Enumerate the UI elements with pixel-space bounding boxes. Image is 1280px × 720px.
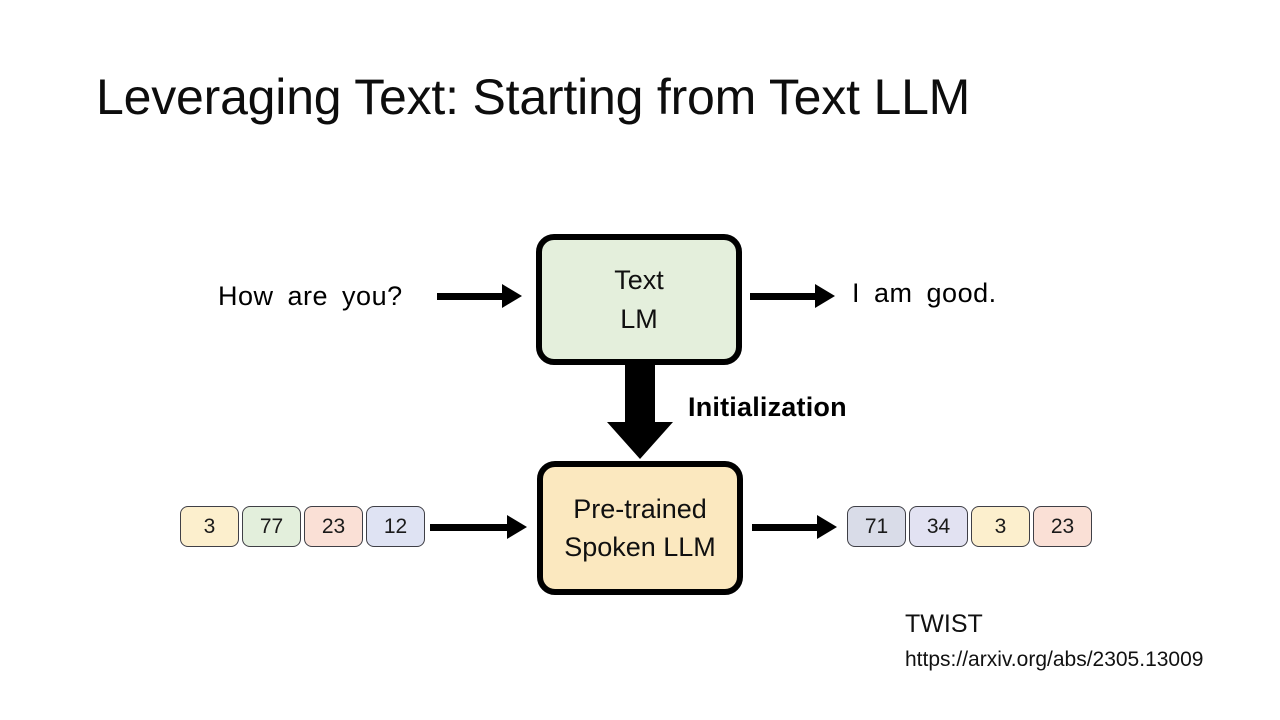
token-input-arrow-icon [430, 512, 527, 542]
token-value: 12 [383, 514, 408, 538]
initialization-label: Initialization [688, 392, 847, 422]
token-value: 77 [259, 514, 284, 538]
text-lm-label-line2: LM [620, 303, 658, 334]
token-chip[interactable]: 23 [1033, 506, 1092, 547]
text-output-word-1: am [874, 278, 913, 308]
token-chip[interactable]: 3 [971, 506, 1030, 547]
arrow-shaft [752, 523, 818, 531]
token-chip[interactable]: 3 [180, 506, 239, 547]
token-output-arrow-icon [752, 512, 837, 542]
text-lm-box[interactable]: Text LM [536, 234, 742, 365]
token-chip[interactable]: 77 [242, 506, 301, 547]
token-chip[interactable]: 12 [366, 506, 425, 547]
token-chip[interactable]: 71 [847, 506, 906, 547]
arrow-head [502, 284, 522, 308]
citation-name: TWIST [905, 610, 983, 638]
token-chip[interactable]: 23 [304, 506, 363, 547]
citation-url[interactable]: https://arxiv.org/abs/2305.13009 [905, 648, 1204, 672]
text-lm-label-line1: Text [614, 265, 664, 296]
token-value: 34 [926, 514, 951, 538]
text-input-arrow-icon [437, 281, 522, 311]
block-arrow-down-icon [605, 364, 675, 460]
arrow-head [507, 515, 527, 539]
text-output-arrow-icon [750, 281, 835, 311]
token-value: 23 [1050, 514, 1075, 538]
page-title: Leveraging Text: Starting from Text LLM [96, 69, 971, 125]
spoken-llm-label-line1: Pre-trained [573, 493, 707, 524]
arrow-shaft [430, 523, 508, 531]
token-value: 71 [864, 514, 889, 538]
citation-block: TWIST https://arxiv.org/abs/2305.13009 [905, 609, 1203, 674]
output-token-row: 71 34 3 23 [847, 506, 1092, 547]
input-token-row: 3 77 23 12 [180, 506, 425, 547]
token-value: 3 [203, 514, 216, 538]
token-chip[interactable]: 34 [909, 506, 968, 547]
arrow-shaft [437, 292, 503, 300]
text-input-word-1: are [287, 281, 329, 311]
spoken-llm-label-line2: Spoken LLM [564, 532, 716, 562]
token-value: 3 [994, 514, 1007, 538]
token-value: 23 [321, 514, 346, 538]
arrow-head [815, 284, 835, 308]
text-input-word-2: you? [342, 281, 403, 311]
text-output-word-2: good. [926, 278, 997, 308]
text-input-word-0: How [218, 281, 274, 311]
arrow-head [817, 515, 837, 539]
arrow-shaft [750, 292, 816, 300]
text-output-word-0: I [852, 278, 861, 308]
pretrained-spoken-llm-box[interactable]: Pre-trained Spoken LLM [537, 461, 743, 595]
